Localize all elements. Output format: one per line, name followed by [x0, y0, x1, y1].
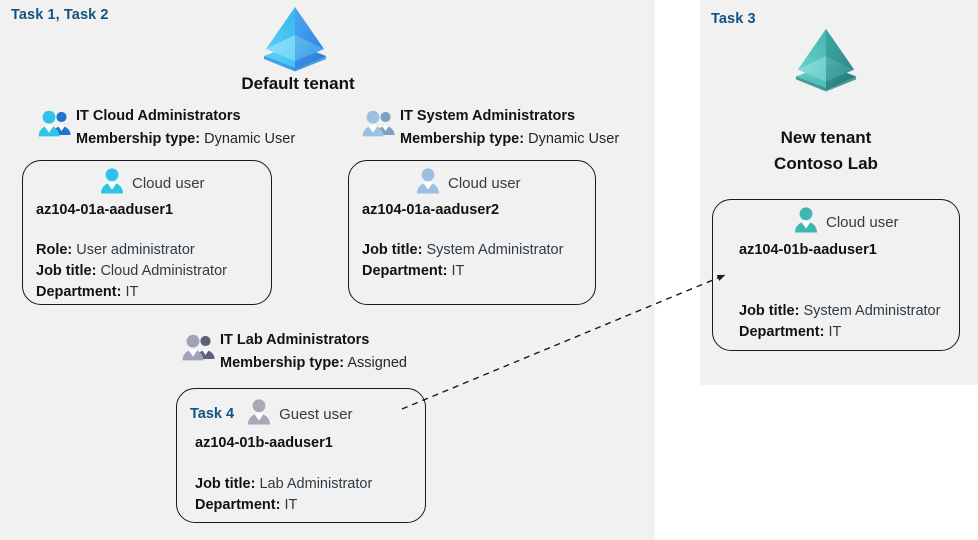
user-card-header: Cloud user — [793, 206, 899, 238]
group-it-cloud-administrators: IT Cloud Administrators Membership type:… — [38, 106, 295, 150]
attribute-value: Cloud Administrator — [100, 263, 227, 280]
group-name: IT System Administrators — [400, 108, 576, 124]
attribute-label: Job title: — [739, 303, 800, 319]
attribute-value: Lab Administrator — [259, 476, 373, 492]
attribute-row: Job title: System Administrator — [739, 301, 940, 322]
cloud-user-icon — [99, 167, 125, 199]
new-tenant-title-line2: Contoso Lab — [774, 154, 878, 173]
user-attributes: Job title: Lab Administrator Department:… — [195, 474, 372, 516]
group-users-icon — [38, 109, 72, 142]
attribute-value: IT — [284, 497, 298, 514]
membership-value: Dynamic User — [528, 130, 620, 147]
group-membership: Membership type: Assigned — [220, 352, 407, 374]
membership-value: Assigned — [347, 354, 407, 371]
user-card-header: Task 4 Guest user — [190, 398, 352, 430]
attribute-row: Department: IT — [362, 261, 563, 282]
azure-ad-tenant-pyramid-icon — [258, 4, 332, 72]
attribute-value: IT — [828, 324, 842, 341]
attribute-label: Job title: — [36, 263, 97, 280]
attribute-label: Department: — [195, 497, 281, 514]
task-label-right: Task 3 — [711, 11, 756, 27]
attribute-row: Department: IT — [195, 495, 372, 516]
default-tenant-title: Default tenant — [241, 74, 355, 93]
attribute-label: Role: — [36, 242, 73, 258]
user-attributes: Job title: System Administrator Departme… — [739, 301, 940, 343]
user-principal-name: az104-01a-aaduser2 — [362, 202, 500, 218]
attribute-row: Job title: Cloud Administrator — [36, 261, 227, 282]
group-name: IT Lab Administrators — [220, 332, 370, 348]
attribute-row: Department: IT — [36, 282, 227, 303]
membership-label: Membership type: — [76, 130, 201, 147]
task-label-left: Task 1, Task 2 — [11, 7, 109, 23]
default-tenant-panel — [0, 0, 655, 540]
attribute-row: Role: User administrator — [36, 240, 227, 261]
cloud-user-icon — [793, 206, 819, 238]
attribute-row: Job title: System Administrator — [362, 240, 563, 261]
group-name: IT Cloud Administrators — [76, 108, 241, 124]
attribute-label: Job title: — [195, 476, 256, 492]
user-principal-name: az104-01b-aaduser1 — [739, 242, 877, 258]
attribute-row: Department: IT — [739, 322, 940, 343]
user-attributes: Role: User administrator Job title: Clou… — [36, 240, 227, 303]
user-card-header: Cloud user — [99, 167, 205, 199]
attribute-label: Department: — [36, 284, 122, 301]
membership-label: Membership type: — [220, 354, 345, 371]
attribute-label: Department: — [739, 324, 825, 341]
group-users-icon — [362, 109, 396, 142]
user-card-aaduser1[interactable]: Cloud user az104-01a-aaduser1 Role: User… — [22, 160, 272, 305]
group-users-icon — [182, 333, 216, 366]
group-it-system-administrators: IT System Administrators Membership type… — [362, 106, 619, 150]
guest-user-icon — [246, 398, 272, 430]
group-membership: Membership type: Dynamic User — [400, 128, 619, 150]
user-type-label: Cloud user — [826, 213, 899, 231]
user-card-header: Cloud user — [415, 167, 521, 199]
membership-value: Dynamic User — [204, 130, 296, 147]
attribute-value: User administrator — [76, 242, 195, 258]
user-type-label: Cloud user — [448, 174, 521, 192]
user-card-aaduser2[interactable]: Cloud user az104-01a-aaduser2 Job title:… — [348, 160, 596, 305]
attribute-row: Job title: Lab Administrator — [195, 474, 372, 495]
azure-ad-tenant-pyramid-icon-contoso — [790, 26, 862, 92]
group-it-lab-administrators: IT Lab Administrators Membership type: A… — [182, 330, 407, 374]
attribute-value: IT — [125, 284, 139, 301]
user-card-aaduser1b-cloud[interactable]: Cloud user az104-01b-aaduser1 Job title:… — [712, 199, 960, 351]
attribute-value: System Administrator — [803, 303, 941, 319]
attribute-value: System Administrator — [426, 242, 564, 258]
user-principal-name: az104-01a-aaduser1 — [36, 202, 174, 218]
membership-label: Membership type: — [400, 130, 525, 147]
user-type-label: Guest user — [279, 405, 353, 423]
attribute-label: Job title: — [362, 242, 423, 258]
group-membership: Membership type: Dynamic User — [76, 128, 295, 150]
attribute-value: IT — [451, 263, 465, 280]
task-label-inline: Task 4 — [190, 406, 235, 422]
user-type-label: Cloud user — [132, 174, 205, 192]
new-tenant-title-line1: New tenant — [780, 128, 872, 147]
cloud-user-icon — [415, 167, 441, 199]
user-attributes: Job title: System Administrator Departme… — [362, 240, 563, 282]
user-card-guest-aaduser1b[interactable]: Task 4 Guest user az104-01b-aaduser1 Job… — [176, 388, 426, 523]
user-principal-name: az104-01b-aaduser1 — [195, 435, 333, 451]
attribute-label: Department: — [362, 263, 448, 280]
